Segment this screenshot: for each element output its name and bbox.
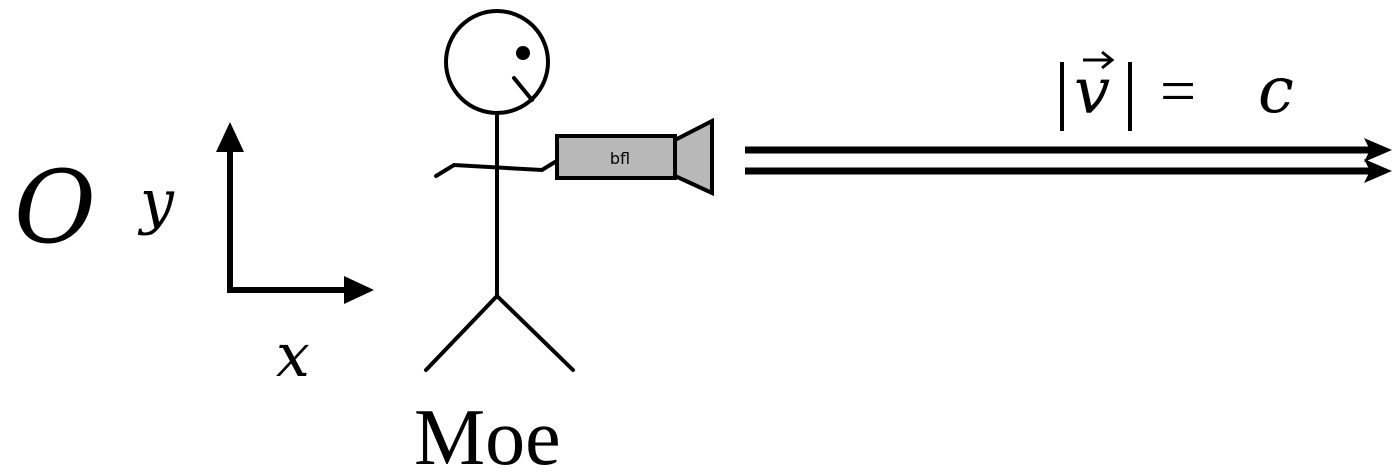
beam-arrowhead-lower xyxy=(1364,159,1392,183)
eye-dot xyxy=(516,46,530,60)
y-axis-arrowhead xyxy=(216,122,244,152)
flashlight-device: bfl xyxy=(555,117,714,197)
observer-name-label: Moe xyxy=(414,394,561,474)
stick-figure xyxy=(424,9,575,372)
beam-arrowhead-upper xyxy=(1364,138,1392,162)
equals-sign: = xyxy=(1160,55,1196,126)
frame-name-label: O xyxy=(14,149,96,266)
velocity-label: v = c xyxy=(1060,50,1294,131)
coordinate-axes xyxy=(227,140,352,293)
y-axis-label: y xyxy=(137,167,175,237)
nose-line xyxy=(512,76,534,102)
device-label: bfl xyxy=(610,149,630,168)
arm-line xyxy=(434,160,557,178)
light-beam xyxy=(745,138,1392,183)
speed-of-light-symbol: c xyxy=(1258,54,1294,128)
right-leg-line xyxy=(495,294,575,372)
flashlight-lens xyxy=(673,117,714,197)
vector-arrow-icon xyxy=(1083,50,1115,70)
x-axis-label: x xyxy=(276,321,310,391)
left-leg-line xyxy=(424,294,499,372)
x-axis-arrowhead xyxy=(344,276,374,304)
